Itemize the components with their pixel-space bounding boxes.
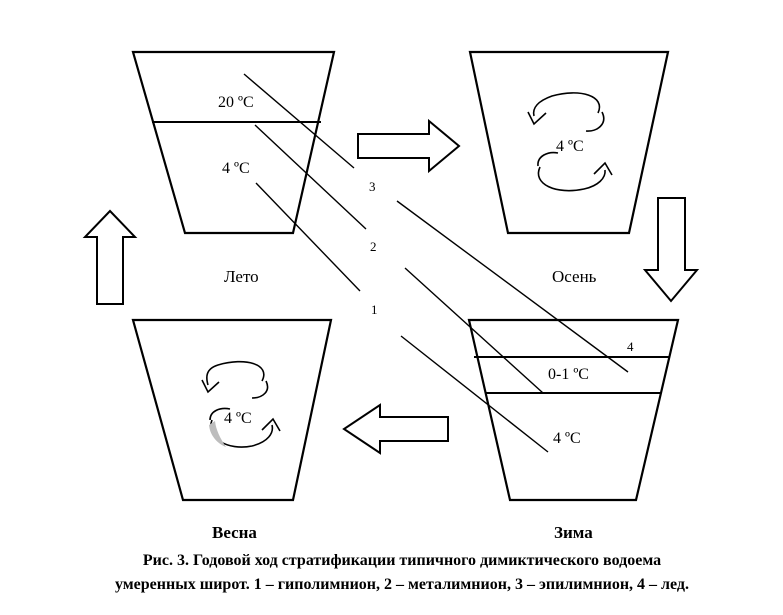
- leader-line-1-lower: [400, 335, 549, 453]
- arrow-autumn-to-winter: [642, 197, 700, 303]
- leader-line-3-lower: [396, 200, 629, 373]
- summer-hypolimnion-temp: 4 ºC: [222, 160, 250, 177]
- figure-caption: Рис. 3. Годовой ход стратификации типичн…: [115, 552, 689, 593]
- leader-number-2: 2: [370, 239, 377, 254]
- autumn-basin-outline: [468, 50, 670, 235]
- spring-season-label: Весна: [212, 523, 257, 542]
- spring-temp: 4 ºC: [224, 410, 252, 427]
- autumn-circulation-icon: [527, 92, 613, 192]
- caption-line-2: умеренных широт. 1 – гиполимнион, 2 – ме…: [115, 576, 689, 593]
- caption-line-1: Рис. 3. Годовой ход стратификации типичн…: [143, 552, 661, 569]
- leader-line-3-upper: [243, 73, 355, 169]
- winter-hypolimnion-temp: 4 ºC: [553, 430, 581, 447]
- autumn-temp: 4 ºC: [556, 138, 584, 155]
- leader-line-1-upper: [255, 182, 361, 292]
- leader-line-2-lower: [404, 267, 544, 394]
- leader-line-2-upper: [254, 124, 367, 230]
- winter-basin: 4 0-1 ºC 4 ºC Зима: [467, 318, 680, 542]
- summer-season-label: Лето: [224, 267, 259, 286]
- arrow-winter-to-spring: [342, 403, 449, 455]
- spring-basin: 4 ºC Весна: [131, 318, 333, 542]
- leader-number-3: 3: [369, 179, 376, 194]
- summer-basin-outline: [131, 50, 336, 235]
- autumn-season-label: Осень: [552, 267, 597, 286]
- winter-season-label: Зима: [554, 523, 593, 542]
- arrow-spring-to-summer: [82, 209, 138, 305]
- spring-circulation-icon: [201, 361, 281, 448]
- leader-lines: [243, 73, 629, 453]
- autumn-basin: 4 ºC Осень: [468, 50, 670, 286]
- summer-epilimnion-temp: 20 ºC: [218, 94, 254, 111]
- winter-metalimnion-temp: 0-1 ºC: [548, 366, 589, 383]
- arrow-summer-to-autumn: [357, 118, 461, 174]
- leader-number-1: 1: [371, 302, 378, 317]
- winter-basin-outline: [467, 318, 680, 502]
- spring-basin-outline: [131, 318, 333, 502]
- summer-basin: 20 ºC 4 ºC Лето: [131, 50, 336, 286]
- winter-ice-mark: 4: [627, 339, 634, 354]
